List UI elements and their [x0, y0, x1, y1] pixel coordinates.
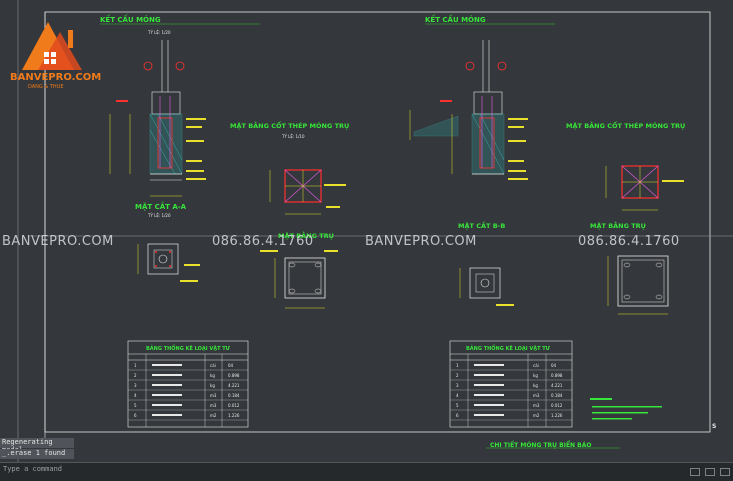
- left-material-table: BẢNG THỐNG KÊ LOẠI VẬT TƯ 1 cái 04 2 kg 0.898…: [127, 340, 249, 428]
- left-bottom-plan-view: [260, 250, 338, 309]
- layout-icon[interactable]: [690, 468, 700, 476]
- table-cell-unit: cái: [210, 363, 216, 368]
- table-cell-name: [474, 414, 504, 416]
- table-cell-index: 4: [456, 393, 459, 398]
- left-section-title: KẾT CẤU MÓNG: [100, 14, 161, 24]
- left-plan-scale: TỶ LỆ: 1/10: [281, 134, 305, 139]
- table-cell-qty: 4.221: [228, 383, 240, 388]
- cad-drawing: KẾT CẤU MÓNG TỶ LỆ: 1/20: [17, 0, 733, 462]
- footer-title: CHI TIẾT MÓNG TRỤ BIỂN BÁO: [490, 441, 591, 449]
- table-cell-index: 3: [134, 383, 137, 388]
- right-section-title: KẾT CẤU MÓNG: [425, 14, 486, 24]
- table-cell-index: 3: [456, 383, 459, 388]
- watermark-brand-left: BANVEPRO.COM: [2, 234, 114, 249]
- left-section-view: [109, 40, 206, 197]
- note-label: [590, 398, 612, 400]
- right-material-table: BẢNG THỐNG KÊ LOẠI VẬT TƯ 1 cái 04 2 kg 0.898…: [449, 340, 573, 428]
- right-plan-title: MẶT BẰNG CỐT THÉP MÓNG TRỤ: [566, 120, 685, 130]
- left-cut-view: [137, 243, 200, 282]
- left-cut-title: MẶT CẮT A-A: [135, 201, 187, 211]
- left-cut-scale: TỶ LỆ: 1/20: [147, 213, 171, 218]
- table-cell-index: 1: [134, 363, 137, 368]
- table-cell-unit: m2: [533, 413, 540, 418]
- viewport-icon[interactable]: [705, 468, 715, 476]
- table-cell-index: 2: [456, 373, 459, 378]
- table-cell-name: [152, 374, 182, 376]
- table-cell-qty: 0.898: [228, 373, 240, 378]
- table-cell-qty: 0.898: [551, 373, 563, 378]
- table-cell-qty: 04: [228, 363, 234, 368]
- table-cell-name: [152, 394, 182, 396]
- table-cell-unit: m3: [210, 403, 217, 408]
- watermark-phone-left: 086.86.4.1760: [212, 234, 314, 249]
- left-plan-title: MẶT BẰNG CỐT THÉP MÓNG TRỤ: [230, 120, 349, 130]
- table-cell-qty: 0.012: [228, 403, 240, 408]
- table-cell-index: 1: [456, 363, 459, 368]
- table-cell-index: 5: [134, 403, 137, 408]
- table-cell-qty: 0.012: [551, 403, 563, 408]
- left-bottom-plan-title: MẶT BẰNG TRỤ: [278, 230, 334, 240]
- right-cut-title: MẶT CẮT B-B: [458, 220, 505, 230]
- table-cell-unit: m2: [210, 413, 217, 418]
- left-table-title: BẢNG THỐNG KÊ LOẠI VẬT TƯ: [146, 344, 231, 352]
- logo-subtext: DANG & THUE: [28, 84, 64, 90]
- watermark-brand-right: BANVEPRO.COM: [365, 234, 477, 249]
- svg-text:S: S: [712, 423, 716, 430]
- table-cell-unit: m3: [533, 393, 540, 398]
- left-plan-view: [269, 169, 346, 215]
- table-cell-qty: 0.184: [551, 393, 563, 398]
- right-bottom-plan-view: [607, 255, 669, 315]
- table-cell-name: [474, 374, 504, 376]
- status-bar-icons: [495, 463, 733, 481]
- table-cell-name: [474, 394, 504, 396]
- right-cut-view: [459, 267, 514, 306]
- table-cell-unit: m3: [210, 393, 217, 398]
- table-cell-index: 5: [456, 403, 459, 408]
- watermark-phone-right: 086.86.4.1760: [578, 234, 680, 249]
- right-bottom-plan-title: MẶT BẰNG TRỤ: [590, 220, 646, 230]
- right-table-title: BẢNG THỐNG KÊ LOẠI VẬT TƯ: [466, 344, 551, 352]
- command-line[interactable]: Type a command: [0, 462, 733, 481]
- table-cell-qty: 4.221: [551, 383, 563, 388]
- table-cell-unit: kg: [210, 373, 215, 378]
- table-cell-name: [152, 404, 182, 406]
- command-history-line-2: _.erase 1 found: [0, 449, 74, 459]
- table-cell-index: 2: [134, 373, 137, 378]
- table-cell-index: 4: [134, 393, 137, 398]
- table-cell-name: [152, 414, 182, 416]
- table-cell-qty: 04: [551, 363, 557, 368]
- logo-text: BANVEPRO.COM: [10, 72, 102, 83]
- command-history-line-1: Regenerating model.: [0, 438, 74, 454]
- table-cell-name: [474, 364, 504, 366]
- right-section-view: [409, 40, 528, 180]
- table-cell-name: [152, 364, 182, 366]
- settings-icon[interactable]: [720, 468, 730, 476]
- command-input[interactable]: Type a command: [3, 465, 63, 473]
- table-cell-index: 6: [134, 413, 137, 418]
- table-cell-unit: kg: [533, 373, 538, 378]
- right-plan-view: [605, 165, 684, 211]
- table-cell-unit: cái: [533, 363, 539, 368]
- table-cell-qty: 1.226: [228, 413, 240, 418]
- table-cell-qty: 0.184: [228, 393, 240, 398]
- left-section-scale: TỶ LỆ: 1/20: [147, 30, 171, 35]
- table-cell-index: 6: [456, 413, 459, 418]
- table-cell-name: [474, 384, 504, 386]
- table-cell-unit: kg: [210, 383, 215, 388]
- banvepro-logo: [22, 22, 82, 70]
- table-cell-unit: m3: [533, 403, 540, 408]
- drawing-canvas[interactable]: KẾT CẤU MÓNG TỶ LỆ: 1/20: [0, 0, 733, 462]
- table-cell-qty: 1.226: [551, 413, 563, 418]
- table-cell-name: [152, 384, 182, 386]
- table-cell-unit: kg: [533, 383, 538, 388]
- table-cell-name: [474, 404, 504, 406]
